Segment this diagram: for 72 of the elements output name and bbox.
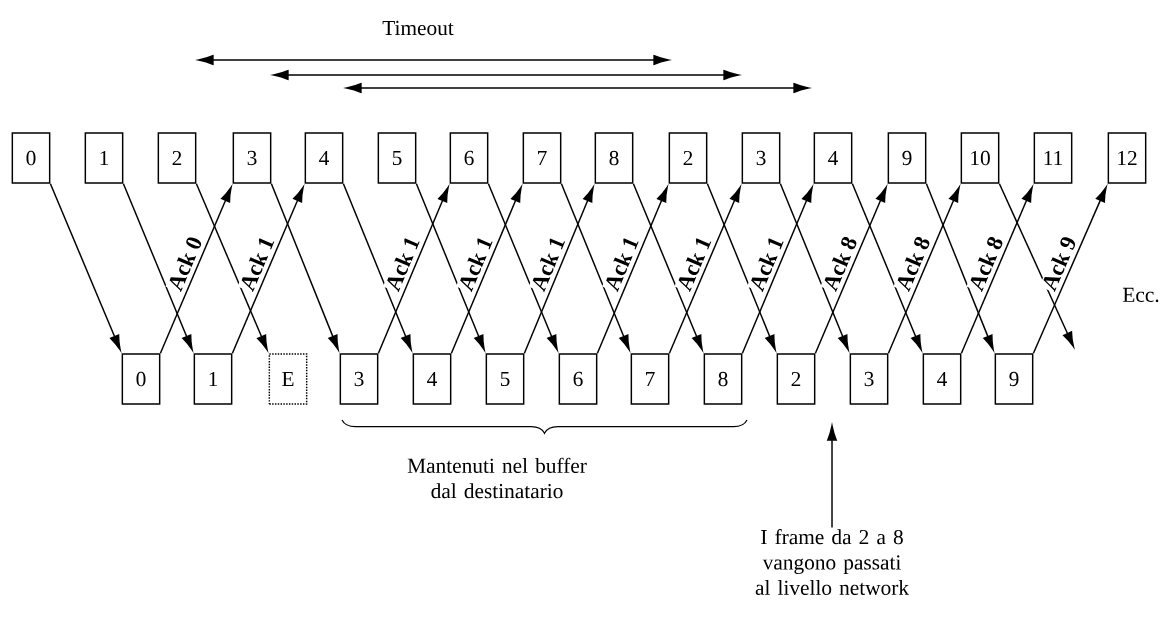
- arrow: [342, 183, 412, 351]
- ack-label: Ack 1: [674, 233, 713, 294]
- frame-box: 6: [449, 132, 489, 184]
- ack-label: Ack 1: [747, 233, 786, 294]
- ack-label: Ack 8: [820, 233, 859, 294]
- frame-box: E: [268, 353, 308, 405]
- ack-label: Ack 1: [383, 233, 422, 294]
- ack-label: Ack 9: [1039, 233, 1079, 294]
- arrow: [814, 186, 887, 354]
- ack-label: Ack 1: [602, 233, 641, 294]
- frame-box: 5: [485, 353, 525, 405]
- arrow: [377, 186, 449, 354]
- frame-box: 4: [922, 353, 962, 405]
- frame-box: 1: [84, 132, 124, 184]
- frame-box: 2: [668, 132, 708, 184]
- frame-box: 2: [157, 132, 197, 184]
- arrow: [560, 183, 630, 351]
- arrow: [596, 186, 668, 354]
- ack-label: Ack 8: [893, 233, 932, 294]
- arrow: [887, 186, 960, 354]
- frame-box: 4: [304, 132, 344, 184]
- arrow: [741, 186, 813, 354]
- arrow: [925, 183, 994, 351]
- arrow: [231, 186, 304, 354]
- frame-box: 6: [558, 353, 598, 405]
- frame-box: 0: [121, 353, 161, 405]
- ack-label: Ack 1: [528, 233, 567, 294]
- note-text: Ecc.: [1122, 287, 1159, 303]
- frame-box: 8: [594, 132, 634, 184]
- frame-box: 1: [193, 353, 233, 405]
- ack-label: Ack 0: [165, 233, 204, 294]
- frame-box: 10: [960, 132, 1000, 184]
- frame-box: 9: [994, 353, 1034, 405]
- frame-box: 5: [377, 132, 417, 184]
- frame-box: 9: [887, 132, 927, 184]
- arrow: [122, 183, 193, 351]
- arrow: [49, 183, 121, 351]
- arrow: [523, 186, 594, 354]
- frame-box: 3: [741, 132, 781, 184]
- arrow: [668, 186, 741, 354]
- arrow: [450, 186, 522, 354]
- frame-box: 4: [412, 353, 452, 405]
- note-text: I frame da 2 a 8 vangono passati al livello network: [755, 529, 910, 595]
- leader-arrow: [827, 425, 837, 529]
- arrow: [159, 186, 232, 354]
- frame-box: 2: [776, 353, 816, 405]
- frame-box: 8: [703, 353, 743, 405]
- frame-box: 7: [522, 132, 562, 184]
- frame-box: 0: [11, 132, 51, 184]
- brace-label: Mantenuti nel buffer dal destinatario: [407, 457, 587, 499]
- frame-box: 3: [232, 132, 272, 184]
- arrow: [779, 183, 849, 351]
- arrow: [487, 183, 558, 351]
- arrow: [1032, 186, 1107, 354]
- arrow: [998, 183, 1075, 348]
- arrow: [706, 183, 776, 351]
- arrow: [195, 183, 268, 351]
- title-text: Timeout: [382, 20, 454, 36]
- frame-box: 7: [630, 353, 670, 405]
- ack-label: Ack 1: [237, 233, 276, 294]
- ack-label: Ack 8: [966, 233, 1005, 294]
- frame-box: 3: [849, 353, 889, 405]
- arrow: [415, 183, 485, 351]
- frame-box: 3: [339, 353, 379, 405]
- arrow: [851, 183, 922, 351]
- frame-box: 11: [1033, 132, 1073, 184]
- ack-label: Ack 1: [456, 233, 495, 294]
- arrow: [960, 186, 1033, 354]
- arrow: [632, 183, 703, 351]
- frame-box: 12: [1107, 132, 1147, 184]
- frame-box: 4: [813, 132, 853, 184]
- arrow: [270, 183, 339, 351]
